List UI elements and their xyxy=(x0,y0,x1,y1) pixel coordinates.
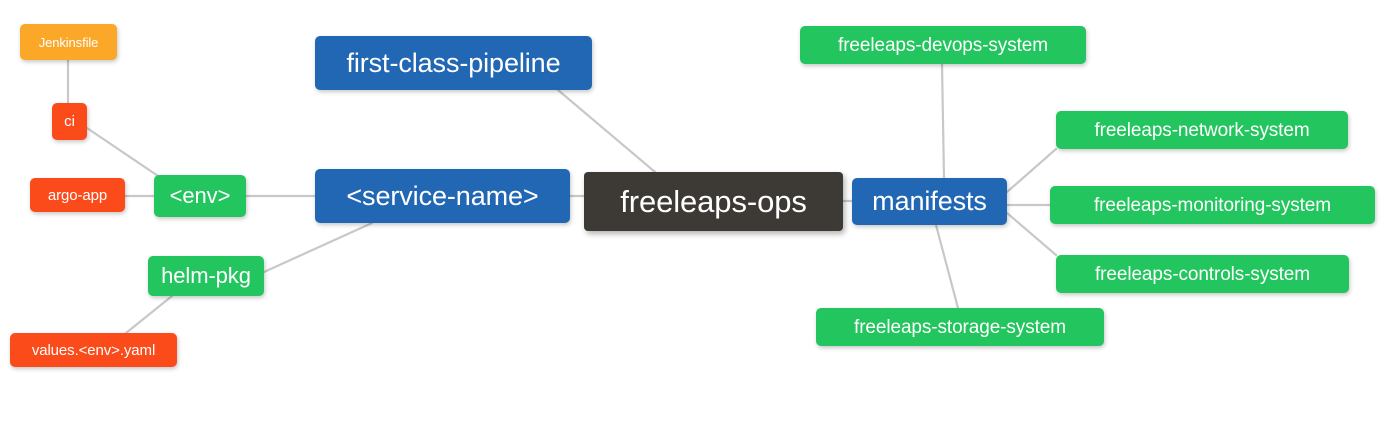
node-label: argo-app xyxy=(47,186,108,204)
mindmap-node-service-name[interactable]: <service-name> xyxy=(315,169,570,223)
node-label: freeleaps-ops xyxy=(620,184,807,219)
node-label: <service-name> xyxy=(346,180,539,211)
mindmap-node-argo-app[interactable]: argo-app xyxy=(30,178,125,212)
node-label: manifests xyxy=(872,186,987,216)
edge-first-class-pipeline-to-freeleaps-ops xyxy=(556,88,657,174)
edge-ci-to-env xyxy=(85,126,166,182)
edge-manifests-to-freeleaps-storage-system xyxy=(934,223,960,310)
node-label: Jenkinsfile xyxy=(38,34,99,50)
mindmap-node-manifests[interactable]: manifests xyxy=(852,178,1007,225)
edge-service-name-to-helm-pkg xyxy=(262,221,374,274)
mindmap-node-freeleaps-controls-system[interactable]: freeleaps-controls-system xyxy=(1056,255,1349,293)
edge-helm-pkg-to-values-yaml xyxy=(124,294,174,335)
edge-manifests-to-freeleaps-controls-system xyxy=(1005,211,1058,257)
mindmap-node-helm-pkg[interactable]: helm-pkg xyxy=(148,256,264,296)
node-label: freeleaps-monitoring-system xyxy=(1094,194,1331,216)
mindmap-node-freeleaps-monitoring-system[interactable]: freeleaps-monitoring-system xyxy=(1050,186,1375,224)
mindmap-node-freeleaps-network-system[interactable]: freeleaps-network-system xyxy=(1056,111,1348,149)
node-label: ci xyxy=(64,113,75,130)
edge-manifests-to-freeleaps-devops-system xyxy=(940,62,946,180)
edge-manifests-to-freeleaps-network-system xyxy=(1005,147,1058,194)
mindmap-node-freeleaps-storage-system[interactable]: freeleaps-storage-system xyxy=(816,308,1104,346)
mindmap-node-values-yaml[interactable]: values.<env>.yaml xyxy=(10,333,177,367)
node-label: <env> xyxy=(169,183,231,208)
mindmap-node-first-class-pipeline[interactable]: first-class-pipeline xyxy=(315,36,592,90)
mindmap-node-env[interactable]: <env> xyxy=(154,175,246,217)
node-label: first-class-pipeline xyxy=(346,47,561,78)
mindmap-node-freeleaps-devops-system[interactable]: freeleaps-devops-system xyxy=(800,26,1086,64)
node-label: freeleaps-storage-system xyxy=(854,316,1066,338)
mindmap-node-ci[interactable]: ci xyxy=(52,103,87,140)
node-label: freeleaps-devops-system xyxy=(838,34,1048,56)
node-label: freeleaps-controls-system xyxy=(1094,263,1311,285)
mindmap-node-jenkinsfile[interactable]: Jenkinsfile xyxy=(20,24,117,60)
node-label: values.<env>.yaml xyxy=(31,341,156,359)
node-label: helm-pkg xyxy=(161,263,251,288)
node-label: freeleaps-network-system xyxy=(1094,119,1310,141)
mindmap-node-freeleaps-ops[interactable]: freeleaps-ops xyxy=(584,172,843,231)
